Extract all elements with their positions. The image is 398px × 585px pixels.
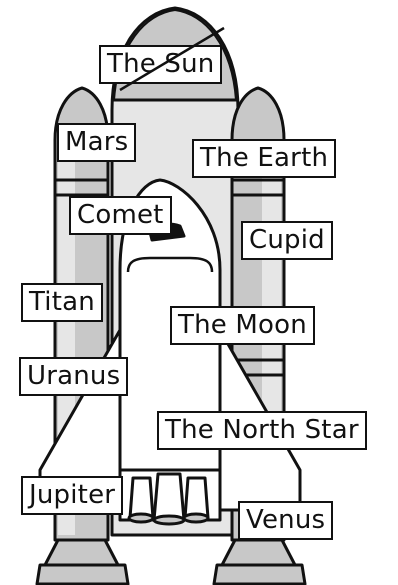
label-the-moon[interactable]: The Moon [170,306,315,345]
label-the-earth[interactable]: The Earth [192,139,336,178]
label-text: Titan [29,287,95,317]
label-venus[interactable]: Venus [238,501,333,540]
label-jupiter[interactable]: Jupiter [21,476,123,515]
label-text: Jupiter [29,480,115,510]
label-text: Comet [77,200,164,230]
label-text: Mars [65,127,128,157]
label-text: The North Star [165,415,359,445]
label-the-north-star[interactable]: The North Star [157,411,367,450]
label-the-sun[interactable]: The Sun [99,45,222,84]
label-text: The Moon [178,310,307,340]
right-booster-nozzle [222,540,295,565]
engine-mid [154,474,184,520]
label-uranus[interactable]: Uranus [19,357,128,396]
left-booster-nozzle [45,540,118,565]
engine-left [130,478,153,518]
label-titan[interactable]: Titan [21,283,103,322]
engine-right [185,478,208,518]
label-text: Venus [246,505,325,535]
label-text: Cupid [249,225,325,255]
label-text: The Sun [107,49,214,79]
label-mars[interactable]: Mars [57,123,136,162]
label-cupid[interactable]: Cupid [241,221,333,260]
label-text: Uranus [27,361,120,391]
label-comet[interactable]: Comet [69,196,172,235]
label-text: The Earth [200,143,328,173]
